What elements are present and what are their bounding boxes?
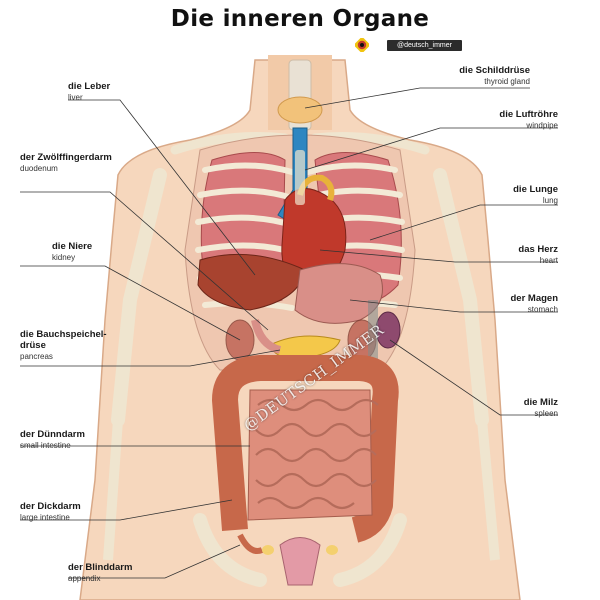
label-kidney: die Niere kidney xyxy=(52,241,93,262)
label-small-intestine: der Dünndarm small intestine xyxy=(20,429,85,450)
label-stomach: der Magen stomach xyxy=(510,293,558,314)
label-stomach-en: stomach xyxy=(527,304,558,314)
label-appendix-en: appendix xyxy=(68,573,101,583)
small-intestine-loops xyxy=(255,398,379,510)
small-intestine xyxy=(247,389,373,521)
label-stomach-de: der Magen xyxy=(510,293,558,304)
label-duodenum-en: duodenum xyxy=(20,163,58,173)
label-pancreas: die Bauchspeichel-drüse pancreas xyxy=(20,329,115,361)
bladder xyxy=(279,537,321,586)
label-thyroid-de: die Schilddrüse xyxy=(459,65,530,76)
label-liver-de: die Leber xyxy=(68,81,111,92)
label-liver-en: liver xyxy=(68,92,83,102)
label-large-intestine-de: der Dickdarm xyxy=(20,501,81,512)
duodenum xyxy=(251,319,282,354)
large-intestine xyxy=(212,355,399,543)
label-kidney-de: die Niere xyxy=(52,241,93,252)
label-spleen-en: spleen xyxy=(534,408,558,418)
label-appendix: der Blinddarm appendix xyxy=(68,562,133,583)
label-large-intestine-en: large intestine xyxy=(20,512,70,522)
label-kidney-en: kidney xyxy=(52,252,76,262)
spine xyxy=(368,300,378,370)
flag-badge-icon xyxy=(355,38,369,52)
label-spleen-de: die Milz xyxy=(523,397,558,408)
forearm-left xyxy=(103,419,123,561)
stomach xyxy=(294,263,383,324)
label-spleen: die Milz spleen xyxy=(523,397,558,418)
ovary-right xyxy=(326,545,338,555)
brand-handle: @deutsch_immer xyxy=(387,39,462,51)
label-lung: die Lunge lung xyxy=(513,184,558,205)
label-appendix-de: der Blinddarm xyxy=(68,562,133,573)
label-windpipe: die Luftröhre windpipe xyxy=(499,109,558,130)
label-heart-de: das Herz xyxy=(518,244,558,255)
label-duodenum-de: der Zwölffingerdarm xyxy=(20,152,112,163)
label-pancreas-en: pancreas xyxy=(20,351,53,361)
label-thyroid: die Schilddrüse thyroid gland xyxy=(459,65,530,86)
label-thyroid-en: thyroid gland xyxy=(484,76,530,86)
thyroid-gland xyxy=(277,96,323,124)
label-pancreas-de: die Bauchspeichel-drüse xyxy=(20,329,107,351)
humerus-right xyxy=(433,168,489,427)
ovary-left xyxy=(262,545,274,555)
pelvis-left xyxy=(193,513,267,587)
pelvis-right xyxy=(333,513,407,587)
label-heart: das Herz heart xyxy=(518,244,558,265)
sternum xyxy=(295,150,305,205)
liver xyxy=(197,253,306,311)
label-liver: die Leber liver xyxy=(68,81,111,102)
label-small-intestine-en: small intestine xyxy=(20,440,71,450)
label-windpipe-de: die Luftröhre xyxy=(499,109,558,120)
label-large-intestine: der Dickdarm large intestine xyxy=(20,501,100,522)
forearm-right xyxy=(477,419,500,561)
label-windpipe-en: windpipe xyxy=(526,120,558,130)
label-duodenum: der Zwölffingerdarm duodenum xyxy=(20,152,120,173)
humerus-left xyxy=(111,168,167,427)
page-title: Die inneren Organe xyxy=(170,6,430,32)
brand-bar: @deutsch_immer xyxy=(355,38,462,52)
label-lung-en: lung xyxy=(542,195,558,205)
label-heart-en: heart xyxy=(539,255,558,265)
leader-lines xyxy=(20,87,558,579)
label-small-intestine-de: der Dünndarm xyxy=(20,429,85,440)
appendix xyxy=(237,533,264,554)
label-lung-de: die Lunge xyxy=(513,184,558,195)
